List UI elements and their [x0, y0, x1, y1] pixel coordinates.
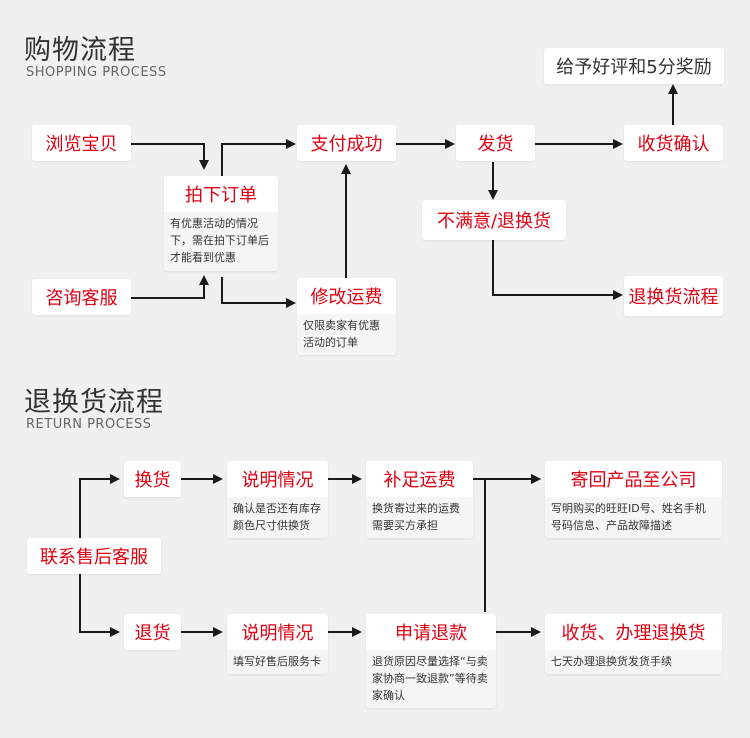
- node-unsatisfied-label: 不满意/退换货: [436, 211, 552, 232]
- node-order-note: 有优惠活动的情况下，需在拍下订单后才能看到优惠: [164, 212, 278, 271]
- node-return-flow: 退换货流程: [624, 276, 723, 316]
- node-apply-refund-note: 退货原因尽量选择“与卖家协商一致退款”等待卖家确认: [366, 650, 496, 708]
- node-explain-refund-label: 说明情况: [241, 623, 314, 644]
- node-order-label: 拍下订单: [185, 185, 257, 206]
- node-add-shipping-note: 换货寄过来的运费需要买方承担: [366, 497, 473, 538]
- node-contact-service: 联系售后客服: [27, 538, 161, 574]
- node-explain-refund: 说明情况 填写好售后服务卡: [227, 614, 328, 674]
- arrow-order-to-modify: [221, 277, 296, 308]
- node-send-back-label: 寄回产品至公司: [570, 470, 697, 491]
- arrow-applyrefund-to-sendback: [484, 474, 541, 612]
- node-modify-note: 仅限卖家有优惠活动的订单: [297, 314, 396, 355]
- arrow-unsatisfied-to-returnflow: [492, 238, 623, 300]
- arrow-contact-to-exchange: [79, 474, 120, 538]
- arrow-consult-to-order: [131, 275, 209, 299]
- node-browse-label: 浏览宝贝: [45, 134, 118, 155]
- node-explain-exchange: 说明情况 确认是否还有库存颜色尺寸供换货: [227, 461, 328, 538]
- node-explain-exchange-note: 确认是否还有库存颜色尺寸供换货: [227, 497, 328, 538]
- node-modify-label: 修改运费: [310, 287, 383, 308]
- node-apply-refund-label: 申请退款: [395, 623, 467, 644]
- node-receive-refund: 收货、办理退换货 七天办理退换货发货手续: [545, 614, 722, 674]
- node-pay: 支付成功: [297, 125, 396, 161]
- node-add-shipping-label: 补足运费: [383, 470, 456, 491]
- node-modify: 修改运费 仅限卖家有优惠活动的订单: [297, 278, 396, 355]
- node-exchange: 换货: [124, 461, 181, 497]
- shopping-process-subtitle: SHOPPING PROCESS: [26, 65, 167, 80]
- node-ship-label: 发货: [477, 134, 514, 155]
- node-refund-label: 退货: [134, 623, 171, 644]
- node-add-shipping: 补足运费 换货寄过来的运费需要买方承担: [366, 461, 473, 538]
- node-receive-refund-note: 七天办理退换货发货手续: [545, 650, 722, 674]
- node-unsatisfied: 不满意/退换货: [422, 200, 566, 240]
- node-review-label: 给予好评和5分奖励: [556, 57, 712, 78]
- node-receive: 收货确认: [624, 125, 723, 161]
- arrow-order-to-pay: [221, 139, 296, 176]
- node-consult-label: 咨询客服: [45, 288, 118, 309]
- node-receive-label: 收货确认: [637, 134, 710, 155]
- node-consult: 咨询客服: [32, 279, 131, 315]
- return-process-title: 退换货流程: [24, 387, 164, 418]
- node-review: 给予好评和5分奖励: [544, 48, 724, 84]
- node-apply-refund: 申请退款 退货原因尽量选择“与卖家协商一致退款”等待卖家确认: [366, 614, 496, 708]
- node-ship: 发货: [456, 125, 535, 161]
- node-explain-refund-note: 填写好售后服务卡: [227, 650, 328, 674]
- shopping-process-title: 购物流程: [24, 35, 136, 66]
- arrow-contact-to-refund: [79, 574, 120, 637]
- node-order: 拍下订单 有优惠活动的情况下，需在拍下订单后才能看到优惠: [164, 176, 278, 271]
- arrow-browse-to-order: [131, 143, 209, 170]
- node-explain-exchange-label: 说明情况: [241, 470, 314, 491]
- node-return-flow-label: 退换货流程: [628, 287, 719, 308]
- return-process-subtitle: RETURN PROCESS: [26, 417, 152, 432]
- node-receive-refund-label: 收货、办理退换货: [561, 623, 706, 644]
- node-contact-service-label: 联系售后客服: [40, 547, 148, 568]
- node-exchange-label: 换货: [134, 470, 171, 491]
- node-send-back-note: 写明购买的旺旺ID号、姓名手机号码信息、产品故障描述: [545, 497, 722, 538]
- node-refund: 退货: [124, 614, 181, 650]
- node-pay-label: 支付成功: [310, 134, 383, 155]
- node-send-back: 寄回产品至公司 写明购买的旺旺ID号、姓名手机号码信息、产品故障描述: [545, 461, 722, 538]
- node-browse: 浏览宝贝: [32, 125, 131, 161]
